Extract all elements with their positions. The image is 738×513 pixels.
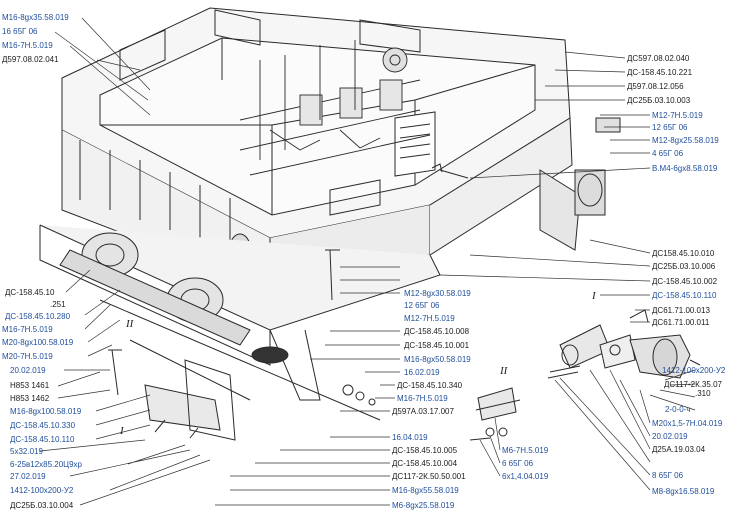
part-label: М16-7Н.5.019 — [397, 394, 448, 403]
part-label: 6 65Г 06 — [502, 459, 534, 468]
part-label: 12 65Г 06 — [652, 123, 688, 132]
part-label: Д25А.19.03.04 — [652, 445, 706, 454]
part-label: М16-7Н.5.019 — [2, 41, 53, 50]
part-label: 16.02.019 — [404, 368, 440, 377]
part-label: 16.04.019 — [392, 433, 428, 442]
part-label: М16-8gх35.58.019 — [2, 13, 69, 22]
part-label: 1412-100х200-У2 — [662, 366, 726, 375]
part-label: .310 — [695, 389, 711, 398]
view-mark: II — [500, 365, 508, 377]
part-label: ДС-158.45.10.340 — [397, 381, 463, 390]
part-label: ДС-158.45.10.008 — [404, 327, 470, 336]
part-label: Н853 1462 — [10, 394, 50, 403]
view-mark: I — [120, 425, 124, 437]
part-label: М8-8gх16.58.019 — [652, 487, 715, 496]
part-label: Д597.08.12.056 — [627, 82, 684, 91]
part-label: М16-7Н.5.019 — [2, 325, 53, 334]
part-label: М16-8gх100.58.019 — [10, 407, 82, 416]
part-label: ДС-158.45.10.004 — [392, 459, 458, 468]
part-label: ДС-158.45.10 — [5, 288, 55, 297]
part-label: Д597А.03.17.007 — [392, 407, 454, 416]
part-label: М12-8gх30.58.019 — [404, 289, 471, 298]
part-label: ДС-158.45.10.002 — [652, 277, 718, 286]
part-label: .251 — [50, 300, 66, 309]
part-label: 6х1,4.04.019 — [502, 472, 549, 481]
part-label: ДС-158.45.10.330 — [10, 421, 76, 430]
part-label: 27.02.019 — [10, 472, 46, 481]
part-label: Н853 1461 — [10, 381, 50, 390]
part-label: М20х1,5-7Н.04.019 — [652, 419, 723, 428]
internal-mechanism — [239, 40, 431, 176]
part-label: ДС-158.45.10.110 — [652, 291, 717, 300]
part-label: ДС-158.45.10.221 — [627, 68, 693, 77]
part-label: М16-8gх50.58.019 — [404, 355, 471, 364]
part-label: М20-7Н.5.019 — [2, 352, 53, 361]
part-label: ДС117-2К.50.50.001 — [392, 472, 466, 481]
part-label: 12 65Г 06 — [404, 301, 440, 310]
view-mark: II — [126, 318, 134, 330]
part-label: 20.02.019 — [10, 366, 46, 375]
part-label: ДС-158.45.10.110 — [10, 435, 75, 444]
part-label: М12-8gх25.58.019 — [652, 136, 719, 145]
part-label: Д597.08.02.041 — [2, 55, 59, 64]
part-label: ДС61.71.00.013 — [652, 306, 710, 315]
part-label: ДС-158.45.10.280 — [5, 312, 71, 321]
part-label: ДС-158.45.10.005 — [392, 446, 458, 455]
part-label: М6-8gх25.58.019 — [392, 501, 455, 510]
part-label: 16 65Г 06 — [2, 27, 38, 36]
frame-and-rollers — [39, 169, 606, 441]
part-label: В.М4-6gх8.58.019 — [652, 164, 718, 173]
part-label: ДС25Б.03.10.004 — [10, 501, 74, 510]
part-label: 4 65Г 06 — [652, 149, 684, 158]
part-label: М6-7Н.5.019 — [502, 446, 549, 455]
part-label: ДС597.08.02.040 — [627, 54, 690, 63]
part-label: 8 65Г 06 — [652, 471, 684, 480]
part-label: ДС25Б.03.10.006 — [652, 262, 716, 271]
part-label: 5х32.019 — [10, 447, 43, 456]
detail-view-one — [547, 309, 701, 379]
part-label: 2-0-0-ч — [665, 405, 691, 414]
part-label: ДС117-2К.35.07 — [664, 380, 722, 389]
detail-view-two — [469, 387, 521, 441]
part-label: 20.02.019 — [652, 432, 688, 441]
hardware-parts — [108, 117, 621, 439]
part-label: ДС-158.45.10.001 — [404, 341, 470, 350]
view-mark: I — [592, 290, 596, 302]
part-label: ДС25Б.03.10.003 — [627, 96, 691, 105]
part-label: М16-8gх55.58.019 — [392, 486, 459, 495]
leader-lines — [39, 17, 696, 506]
part-label: М12-7Н.5.019 — [652, 111, 703, 120]
part-label: ДС61.71.00.011 — [652, 318, 710, 327]
part-label: М12-7Н.5.019 — [404, 314, 455, 323]
part-label: 6-25в12х85.20Ц9хр — [10, 460, 82, 469]
part-label: 1412-100х200-У2 — [10, 486, 74, 495]
part-label: ДС158.45.10.010 — [652, 249, 715, 258]
part-label: М20-8gх100.58.019 — [2, 338, 74, 347]
